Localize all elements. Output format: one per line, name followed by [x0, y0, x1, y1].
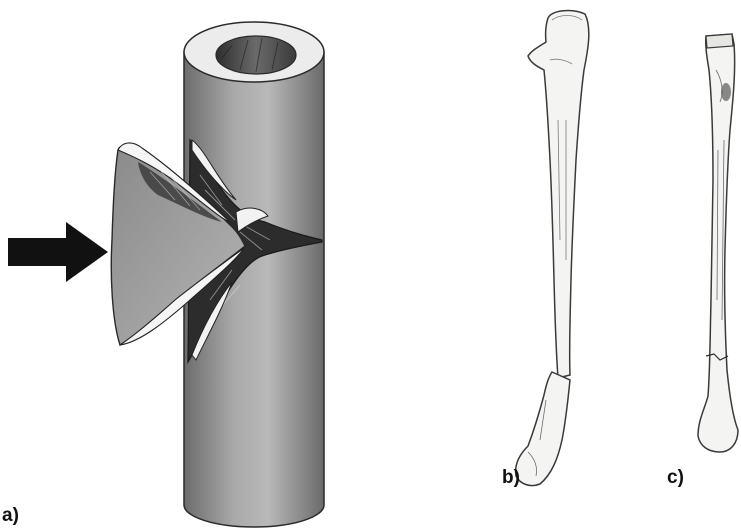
panel-label-b: b) [502, 468, 520, 487]
panel-a-cylinder-diagram [111, 22, 324, 527]
panel-c-bone [698, 34, 738, 452]
panel-label-a: a) [2, 506, 19, 525]
bone-b-proximal-fragment [528, 11, 589, 378]
panel-label-c: c) [667, 468, 684, 487]
panel-b-fractured-bone [516, 11, 589, 486]
bone-b-distal-fragment [516, 372, 570, 486]
bone-c-shaft [698, 34, 738, 452]
cylinder-inner-bore [216, 36, 296, 74]
impact-arrow-icon [8, 222, 108, 282]
